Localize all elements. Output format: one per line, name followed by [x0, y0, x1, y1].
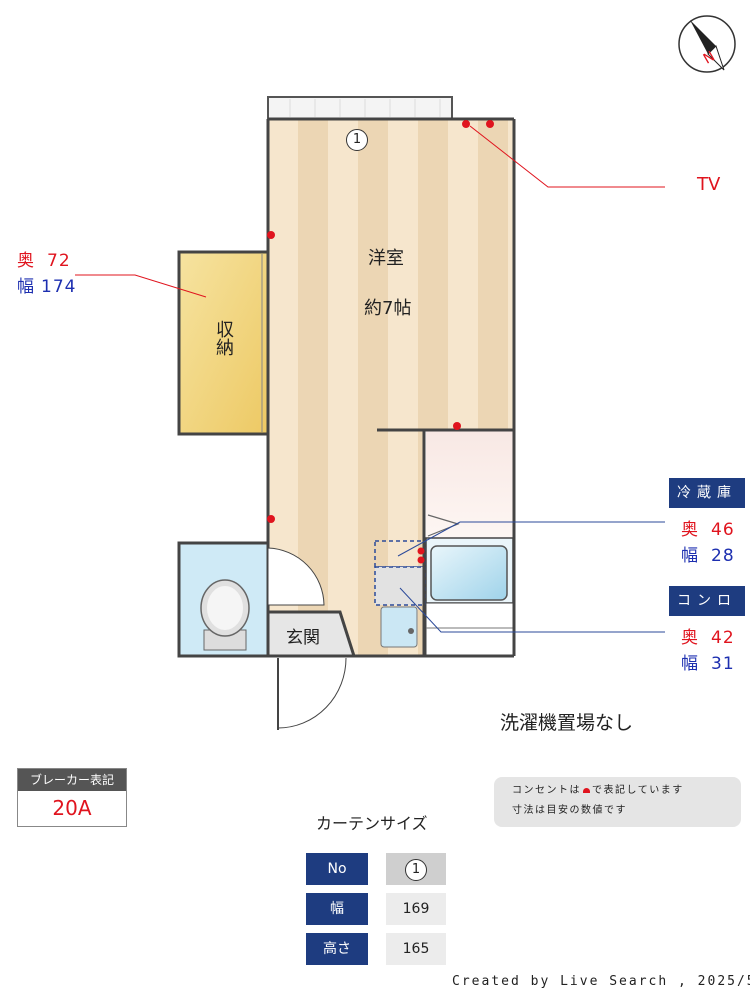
curtain-size-title: カーテンサイズ [316, 814, 428, 833]
tv-leader-line [469, 125, 665, 188]
balcony [267, 96, 453, 120]
storage-label: 収納 [213, 320, 234, 356]
stove-outline [374, 566, 426, 606]
bathtub [430, 545, 508, 601]
western-room-size: 約7帖 [364, 298, 412, 319]
entrance-label: 玄関 [286, 628, 320, 648]
breaker-value: 20A [52, 796, 92, 820]
toilet-door [267, 547, 325, 606]
fridge-leader-line [397, 521, 665, 557]
window-number-badge: 1 [346, 128, 368, 151]
breaker-title: ブレーカー表記 [18, 769, 126, 791]
curtain-row-no-label: No [306, 853, 368, 885]
outlet-marker-icon [583, 788, 590, 793]
western-room-name: 洋室 [368, 248, 404, 269]
breaker-box: ブレーカー表記 20A [17, 768, 127, 827]
note-box: コンセントはで表記しています 寸法は目安の数値です [494, 777, 741, 827]
curtain-row-width-label: 幅 [306, 893, 368, 925]
entrance-door [277, 657, 347, 729]
refrigerator-tag: 冷蔵庫 [669, 478, 745, 508]
stove-leader-line [399, 587, 665, 633]
stove-tag: コンロ [669, 586, 745, 616]
storage-leader-line [75, 274, 207, 298]
curtain-row-height-value: 165 [386, 933, 446, 965]
curtain-row-height-label: 高さ [306, 933, 368, 965]
footer-credit: Created by Live Search , 2025/5 [452, 974, 750, 989]
note-line-1: コンセントはで表記しています [512, 785, 684, 796]
western-room-floor [268, 119, 514, 430]
curtain-row-no-value: 1 [386, 853, 446, 885]
sink-icon [380, 606, 418, 648]
fridge-space [426, 431, 513, 538]
toilet-icon [200, 579, 250, 651]
no-washer-text: 洗濯機置場なし [500, 712, 634, 734]
outlets [267, 120, 494, 564]
compass-north-icon [678, 15, 736, 73]
curtain-row-width-value: 169 [386, 893, 446, 925]
note-line-2: 寸法は目安の数値です [512, 805, 627, 816]
tv-label: TV [697, 174, 721, 195]
